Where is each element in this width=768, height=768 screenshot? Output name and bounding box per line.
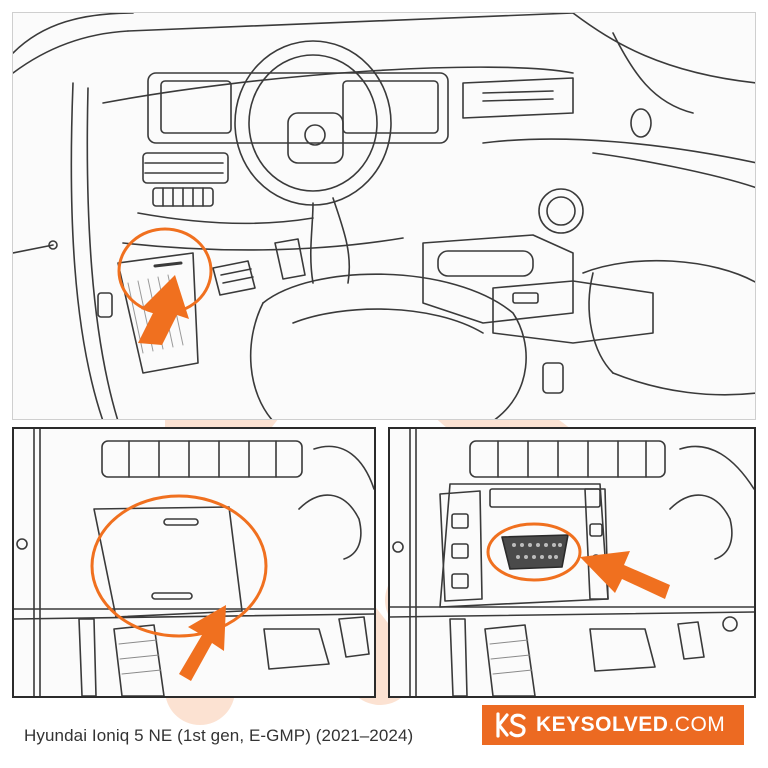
main-illustration-panel bbox=[12, 12, 756, 420]
vehicle-caption: Hyundai Ioniq 5 NE (1st gen, E-GMP) (202… bbox=[24, 726, 414, 745]
car-interior-illustration bbox=[13, 13, 755, 419]
brand-name-suffix: .COM bbox=[668, 713, 726, 736]
cover-panel-illustration bbox=[14, 429, 374, 696]
brand-name: KEYSOLVED.COM bbox=[536, 713, 725, 737]
obd-port-highlight bbox=[486, 522, 670, 599]
keysolved-brand-badge[interactable]: KEYSOLVED.COM bbox=[482, 705, 744, 745]
brand-name-bold: KEYSOLVED bbox=[536, 713, 669, 736]
obd-location-highlight bbox=[117, 227, 213, 345]
keysolved-logo-icon bbox=[496, 712, 526, 738]
obd-port-illustration bbox=[390, 429, 754, 696]
obd-port-closeup bbox=[388, 427, 756, 698]
cover-panel-closeup bbox=[12, 427, 376, 698]
cover-highlight bbox=[90, 494, 268, 681]
